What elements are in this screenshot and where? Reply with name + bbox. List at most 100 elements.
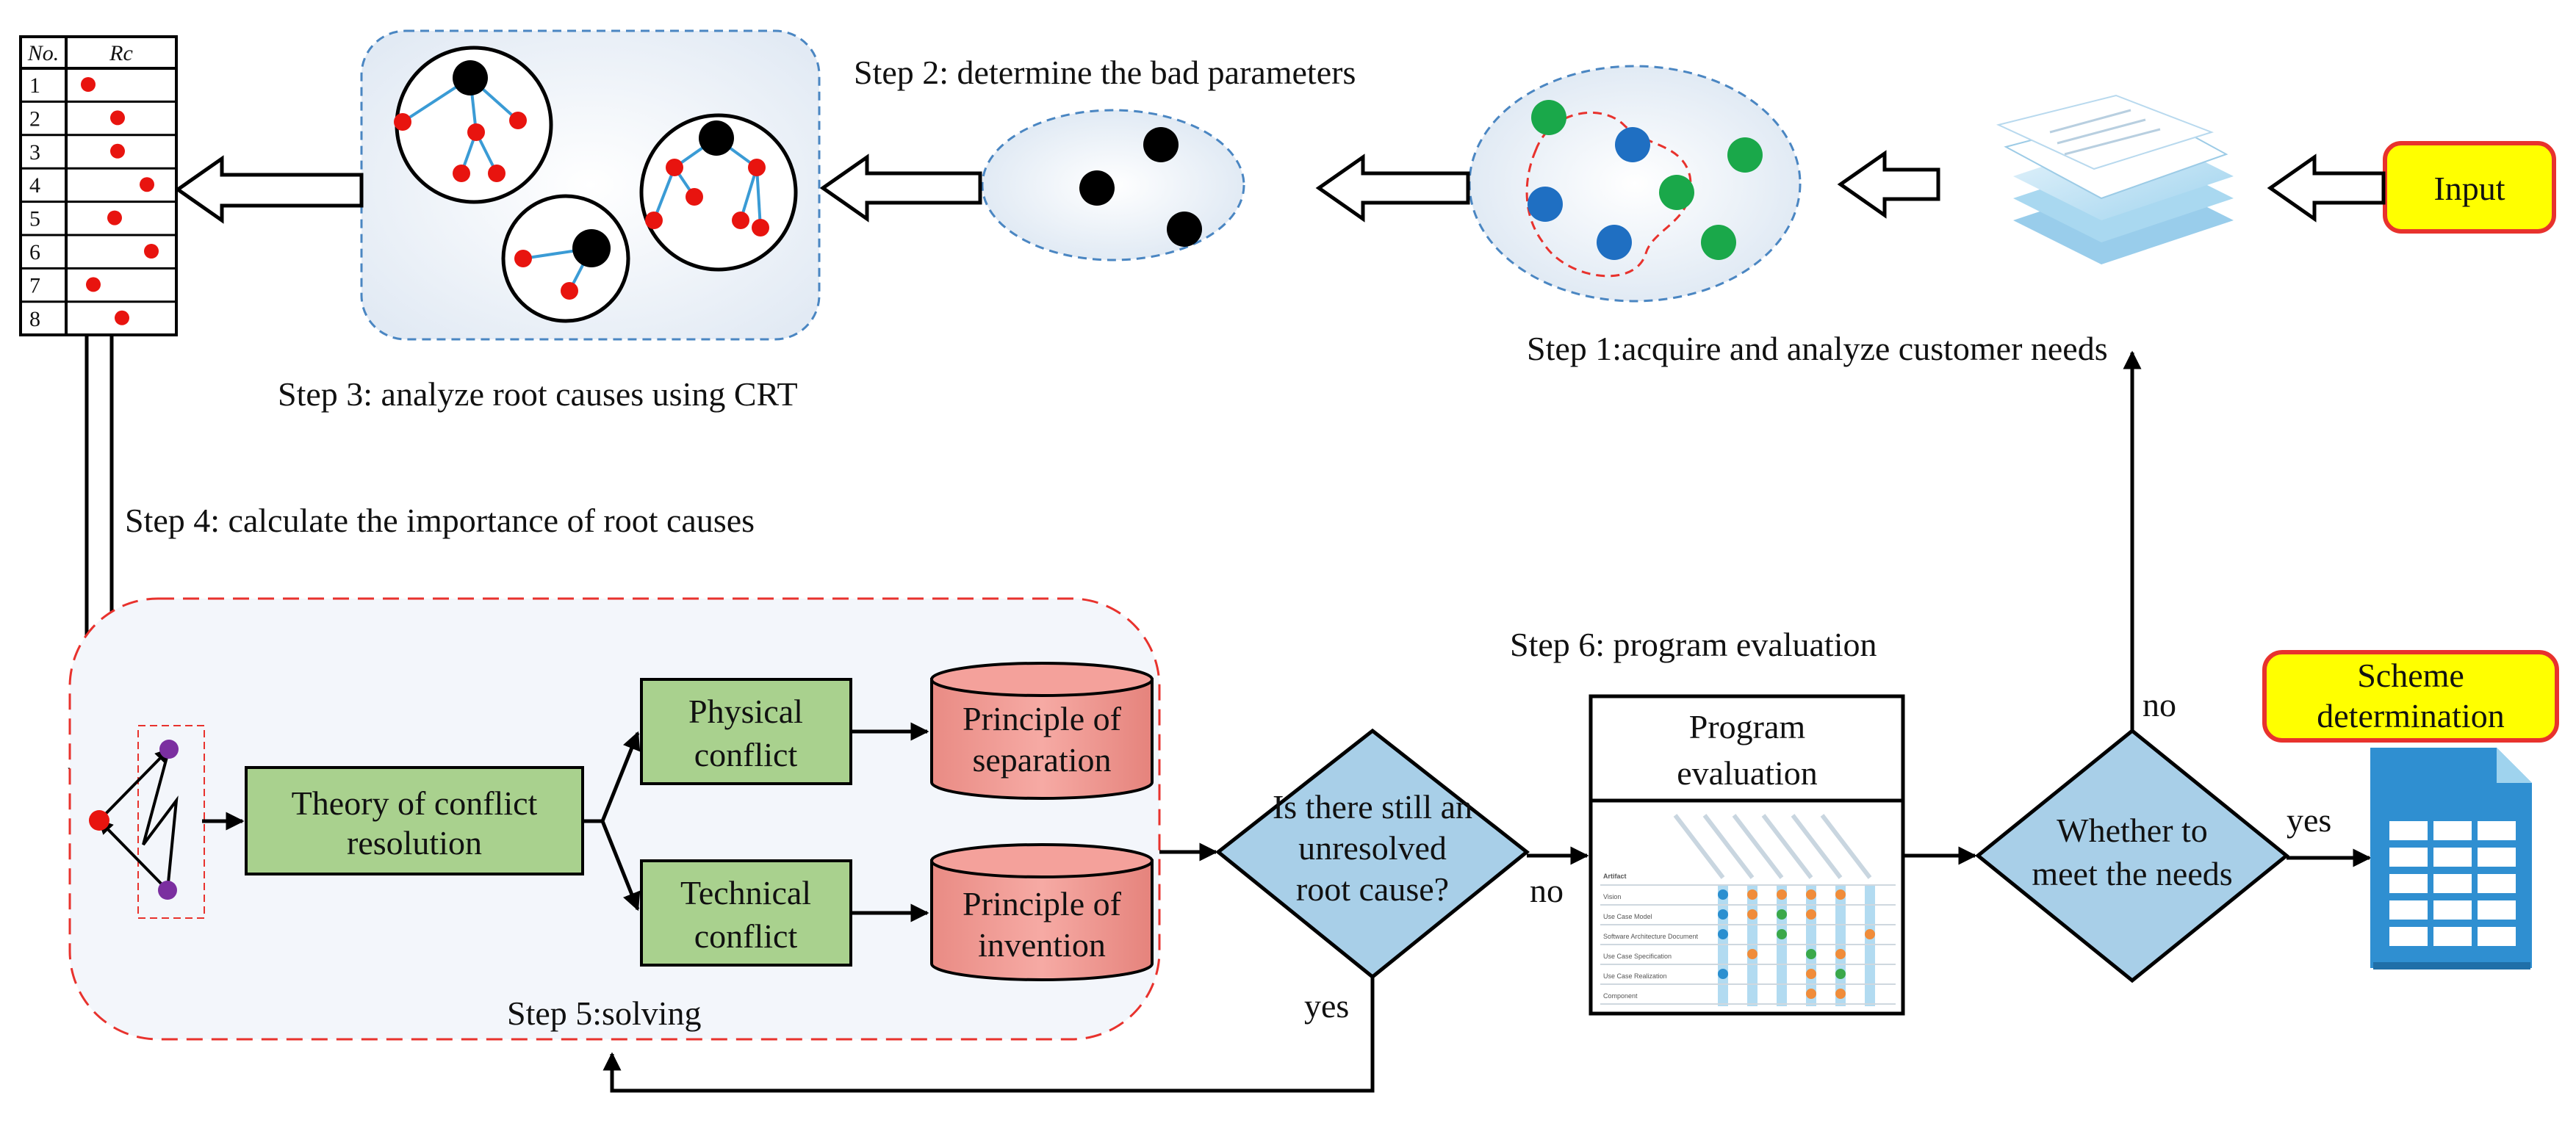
input-label-box: Input xyxy=(2383,141,2556,234)
hollow-arrow-step3 xyxy=(174,155,364,224)
physical-line1: Physical xyxy=(688,693,803,730)
physical-conflict-box: Physical conflict xyxy=(640,678,852,785)
customer-needs-ellipse xyxy=(1468,65,1802,303)
separation-cylinder: Principle of separation xyxy=(930,662,1154,800)
invention-cylinder: Principle of invention xyxy=(930,843,1154,981)
purple-node xyxy=(158,881,177,900)
solving-region xyxy=(68,597,1161,1041)
root-cause-table: No. Rc 1 2 3 4 5 6 7 8 xyxy=(19,35,178,336)
step3-label: Step 3: analyze root causes using CRT xyxy=(278,375,798,413)
separation-line1: Principle of xyxy=(963,700,1122,737)
theory-line1: Theory of conflict xyxy=(292,784,538,822)
unresolved-line3: root cause? xyxy=(1296,870,1449,908)
scheme-line2: determination xyxy=(2317,697,2504,734)
program-eval-line2: evaluation xyxy=(1677,754,1818,792)
program-evaluation-box: Program evaluation xyxy=(1589,694,1905,1016)
matrix-row-label: Vision xyxy=(1603,893,1621,900)
matrix-row-label: Software Architecture Document xyxy=(1603,933,1699,940)
root-cause-dot xyxy=(110,110,125,126)
hollow-arrow-step1 xyxy=(1315,154,1470,223)
green-dot xyxy=(1531,100,1566,135)
green-dot xyxy=(1701,225,1736,260)
root-cause-dot xyxy=(140,177,154,192)
root-cause-dot xyxy=(86,277,101,292)
matrix-row-label: Use Case Realization xyxy=(1603,972,1667,980)
scheme-line1: Scheme xyxy=(2357,657,2464,694)
step4-label: Step 4: calculate the importance of root… xyxy=(125,502,755,539)
green-dot xyxy=(1659,175,1694,210)
table-row-number: 3 xyxy=(29,140,40,165)
step1-label: Step 1:acquire and analyze customer need… xyxy=(1527,330,2108,367)
red-node xyxy=(89,810,109,831)
table-rows: 1 2 3 4 5 6 7 8 xyxy=(21,73,176,331)
green-dot xyxy=(1727,137,1763,173)
fork-arrows xyxy=(583,731,641,911)
hollow-arrow-step2 xyxy=(819,154,982,223)
root-cause-dot xyxy=(81,77,96,92)
purple-node xyxy=(159,740,179,759)
unresolved-line2: unresolved xyxy=(1298,829,1447,867)
technical-conflict-box: Technical conflict xyxy=(640,859,852,967)
root-cause-dot xyxy=(115,310,129,325)
matrix-row-label: Use Case Model xyxy=(1603,913,1652,920)
table-row-number: 5 xyxy=(29,207,40,231)
evaluation-matrix-thumbnail: Artifact Vision Use Case Model Software … xyxy=(1600,814,1896,1006)
scheme-label-box: Scheme determination xyxy=(2262,650,2559,743)
separation-line2: separation xyxy=(972,741,1111,779)
matrix-row-label: Artifact xyxy=(1603,873,1627,880)
yes-loop-arrow xyxy=(602,977,1375,1093)
unresolved-decision-diamond: Is there still an unresolved root cause? xyxy=(1215,728,1530,980)
needs-decision-diamond: Whether to meet the needs xyxy=(1975,728,2289,983)
table-row-number: 6 xyxy=(29,240,40,264)
matrix-row-label: Component xyxy=(1603,992,1638,1000)
hollow-arrow-input xyxy=(2267,154,2386,223)
matrix-row-label: Use Case Specification xyxy=(1603,953,1672,960)
technical-line2: conflict xyxy=(694,917,798,955)
invention-line1: Principle of xyxy=(963,885,1122,922)
black-dot xyxy=(1143,127,1179,162)
root-cause-dot xyxy=(107,210,122,225)
step6-label: Step 6: program evaluation xyxy=(1510,626,1877,663)
theory-box: Theory of conflict resolution xyxy=(245,766,584,875)
bad-parameters-ellipse xyxy=(981,109,1245,261)
needs-line2: meet the needs xyxy=(2032,855,2232,892)
needs-line1: Whether to xyxy=(2057,812,2208,849)
unresolved-line1: Is there still an xyxy=(1273,788,1472,826)
step5-label: Step 5:solving xyxy=(507,994,702,1032)
technical-line1: Technical xyxy=(680,874,811,911)
table-row-number: 8 xyxy=(29,307,40,331)
document-stack-icon xyxy=(1996,94,2234,264)
hollow-arrow-docs xyxy=(1837,150,1940,219)
root-cause-dot xyxy=(110,143,125,159)
no-label-needs: no xyxy=(2143,686,2176,723)
blue-dot xyxy=(1597,225,1632,260)
yes-label-needs: yes xyxy=(2287,801,2331,839)
table-header-no: No. xyxy=(27,41,60,65)
root-cause-dot xyxy=(144,244,159,259)
no-label-unresolved: no xyxy=(1530,872,1564,909)
cause-tree-1 xyxy=(394,46,553,204)
table-row-number: 1 xyxy=(29,73,40,98)
yes-label-unresolved: yes xyxy=(1304,987,1349,1025)
table-row-number: 2 xyxy=(29,106,40,131)
blue-dot xyxy=(1615,127,1650,162)
crt-tree-panel xyxy=(360,29,821,341)
table-header-rc: Rc xyxy=(109,41,133,65)
table-row-number: 7 xyxy=(29,273,40,297)
physical-line2: conflict xyxy=(694,736,798,773)
step2-label: Step 2: determine the bad parameters xyxy=(854,54,1356,91)
program-eval-line1: Program xyxy=(1689,708,1806,745)
table-row-number: 4 xyxy=(29,173,40,198)
theory-line2: resolution xyxy=(347,824,482,862)
input-label: Input xyxy=(2433,170,2505,207)
cause-tree-3 xyxy=(639,113,798,272)
cause-tree-2 xyxy=(501,194,630,323)
importance-network xyxy=(89,725,205,919)
black-dot xyxy=(1167,212,1202,247)
black-dot xyxy=(1079,170,1115,206)
blue-dot xyxy=(1528,187,1563,222)
spreadsheet-document-icon xyxy=(2370,748,2532,969)
invention-line2: invention xyxy=(978,926,1106,964)
